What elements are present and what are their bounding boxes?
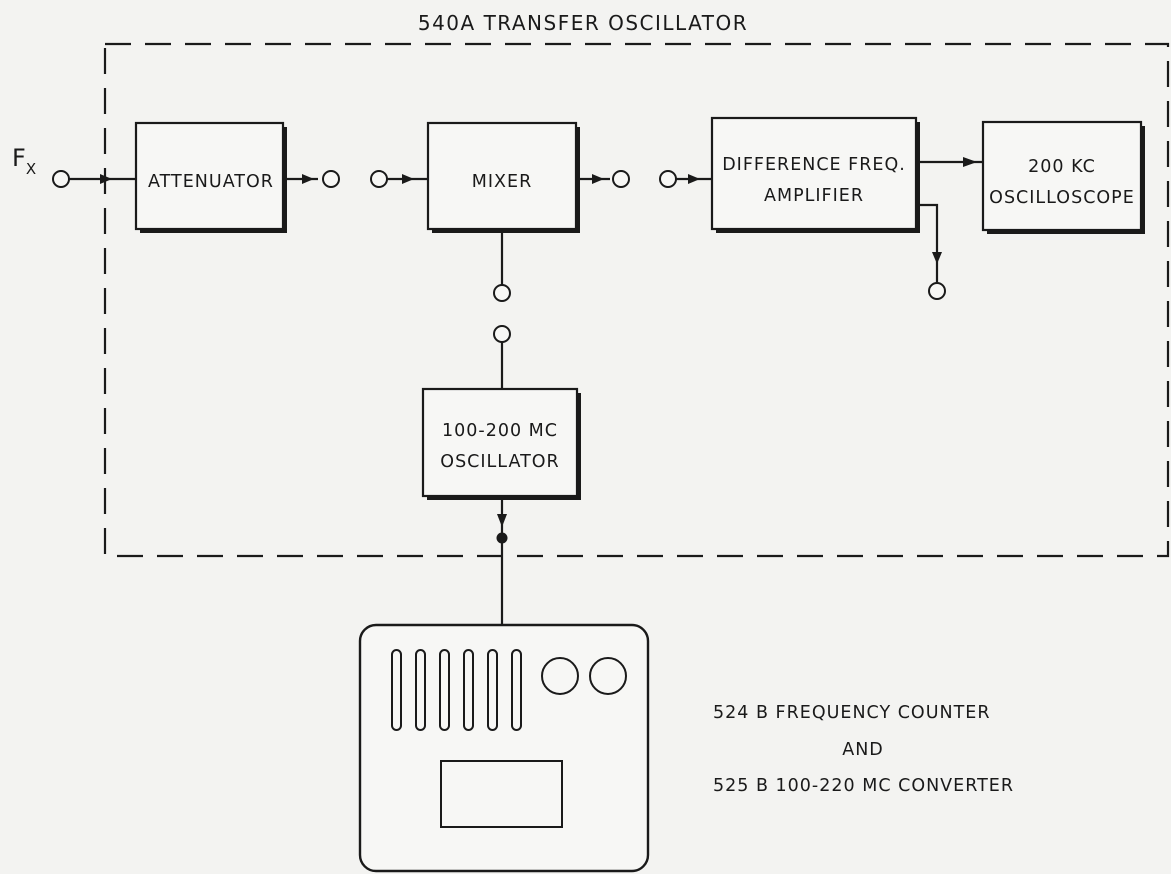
mixer-label: MIXER <box>472 172 532 192</box>
mixer-in-arrow <box>402 174 414 184</box>
counter-digit-tube <box>439 649 450 731</box>
diagram-title: 540A TRANSFER OSCILLATOR <box>418 11 748 35</box>
mixer-out-arrow <box>592 174 604 184</box>
counter-knob-right <box>589 657 627 695</box>
osc-to-counter-arrow <box>497 514 507 527</box>
oscilloscope-label-2: OSCILLOSCOPE <box>989 188 1135 208</box>
amp-aux-port <box>928 282 946 300</box>
counter-caption-line-1: 524 B FREQUENCY COUNTER <box>713 703 991 723</box>
mixer-block <box>426 121 578 231</box>
counter-caption-line-3: 525 B 100-220 MC CONVERTER <box>713 776 1014 796</box>
counter-digit-tube <box>511 649 522 731</box>
oscilloscope-block <box>981 120 1143 232</box>
counter-digit-tube <box>391 649 402 731</box>
amp-aux-arrow <box>932 252 942 264</box>
attenuator-block <box>134 121 285 231</box>
difference-amplifier-label-2: AMPLIFIER <box>764 186 864 206</box>
counter-digit-tube <box>463 649 474 731</box>
mixer-in-port <box>370 170 388 188</box>
input-symbol: F <box>12 144 26 172</box>
amp-in-port <box>659 170 677 188</box>
attenuator-out-port <box>322 170 340 188</box>
oscilloscope-label-1: 200 KC <box>1028 157 1096 177</box>
oscillator-block <box>421 387 579 498</box>
amp-to-scope-arrow <box>963 157 977 167</box>
difference-amplifier-block <box>710 116 918 231</box>
attenuator-label: ATTENUATOR <box>148 172 274 192</box>
attenuator-out-arrow <box>302 174 314 184</box>
counter-readout-window <box>440 760 563 828</box>
counter-knob-left <box>541 657 579 695</box>
oscillator-label-1: 100-200 MC <box>442 421 558 441</box>
input-port <box>52 170 70 188</box>
mixer-lo-port <box>493 284 511 302</box>
osc-out-port <box>493 325 511 343</box>
difference-amplifier-label-1: DIFFERENCE FREQ. <box>722 155 906 175</box>
input-subscript: X <box>26 160 36 178</box>
amp-in-arrow <box>688 174 700 184</box>
counter-digit-tube <box>415 649 426 731</box>
oscillator-label-2: OSCILLATOR <box>440 452 559 472</box>
input-label: FX <box>12 144 36 178</box>
mixer-out-port <box>612 170 630 188</box>
frequency-counter-device <box>358 623 650 873</box>
counter-caption-line-2: AND <box>842 740 884 760</box>
counter-digit-tube <box>487 649 498 731</box>
counter-display-digits <box>391 649 522 731</box>
input-arrow <box>100 174 112 184</box>
transfer-oscillator-enclosure <box>103 42 1170 558</box>
junction-dot <box>496 532 508 544</box>
